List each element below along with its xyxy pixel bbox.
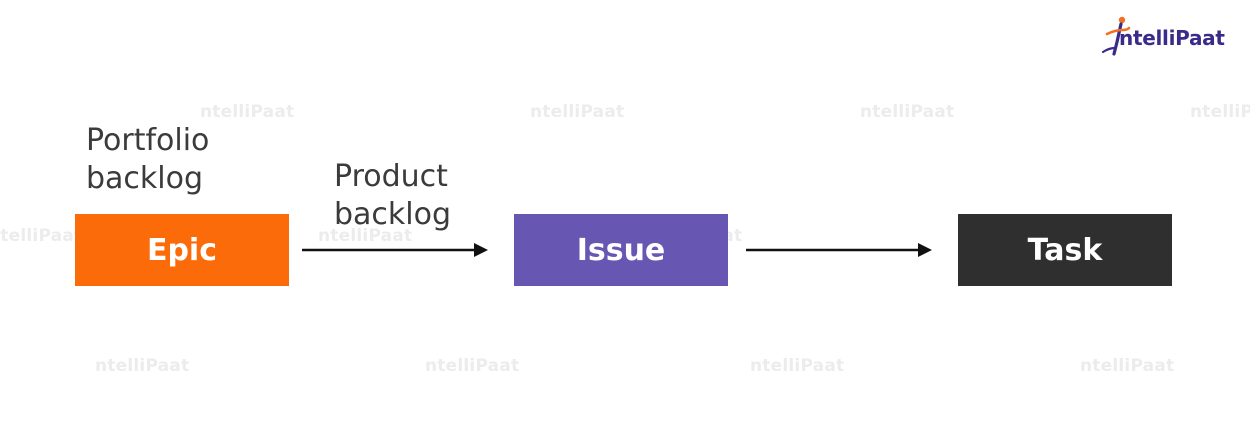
portfolio-backlog-label: Portfolio backlog <box>86 122 209 198</box>
arrow-epic-to-issue <box>302 243 488 257</box>
watermark: ntelliPaat <box>860 102 955 122</box>
epic-label: Epic <box>146 232 218 268</box>
portfolio-label-line1: Portfolio <box>86 123 210 158</box>
issue-box: Issue <box>514 214 728 286</box>
watermark: ntelliPaat <box>95 356 190 376</box>
product-label-line2: backlog <box>334 197 452 232</box>
arrow-issue-to-task <box>746 243 932 257</box>
intellipaat-logo: ntelliPaat <box>1097 14 1237 62</box>
product-backlog-label: Product backlog <box>334 158 451 234</box>
watermark: ntelliPaat <box>318 226 413 246</box>
watermark: ntelliPaat <box>530 102 625 122</box>
watermark: ntelliPaat <box>0 226 83 246</box>
task-label: Task <box>1027 232 1103 268</box>
portfolio-label-line2: backlog <box>86 161 204 196</box>
watermark: ntelliPaat <box>1190 102 1250 122</box>
task-box: Task <box>958 214 1172 286</box>
issue-label: Issue <box>576 232 666 268</box>
epic-box: Epic <box>75 214 289 286</box>
watermark: ntelliPaat <box>425 356 520 376</box>
logo-figure-icon <box>1101 16 1131 56</box>
watermark: ntelliPaat <box>1080 356 1175 376</box>
logo-text: ntelliPaat <box>1119 26 1225 50</box>
product-label-line1: Product <box>334 159 448 194</box>
watermark: ntelliPaat <box>200 102 295 122</box>
watermark: ntelliPaat <box>750 356 845 376</box>
